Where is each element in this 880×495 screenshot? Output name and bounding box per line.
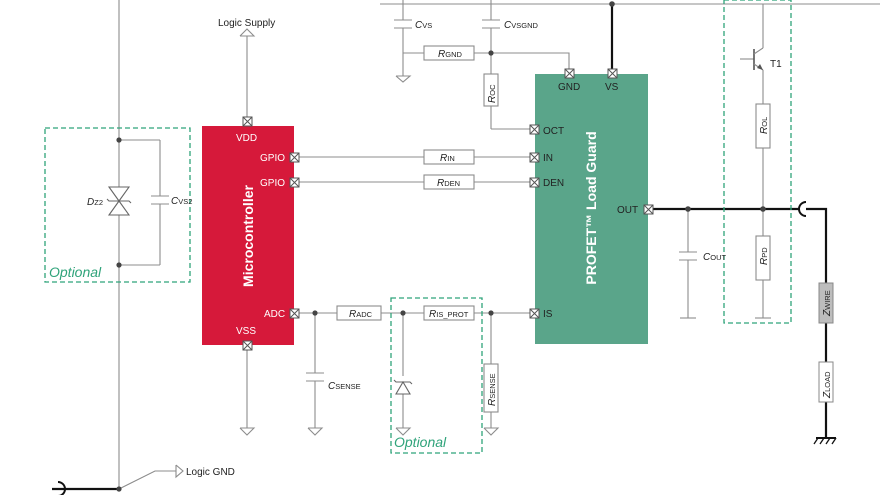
pin-in-marker	[529, 152, 540, 163]
microcontroller-title: Microcontroller	[240, 184, 256, 286]
pin-label-gpio-2: GPIO	[260, 178, 285, 189]
label-c-out: COUT	[703, 252, 726, 263]
label-r-den: RDEN	[437, 178, 460, 189]
label-r-gnd: RGND	[438, 49, 462, 60]
resistor-r-oc	[483, 73, 499, 107]
label-c-vsgnd: CVSGND	[504, 20, 538, 31]
microcontroller-block: Microcontroller VDD GPIO GPIO ADC VSS	[202, 126, 294, 345]
logic-supply-label: Logic Supply	[218, 18, 275, 29]
pin-vdd-marker	[242, 116, 253, 127]
pin-label-adc: ADC	[264, 309, 285, 320]
pin-is-marker	[529, 308, 540, 319]
capacitor-c-sense	[306, 372, 324, 382]
label-c-vs: CVS	[415, 20, 432, 31]
pin-label-gpio-1: GPIO	[260, 153, 285, 164]
label-z-wire: ZWIRE	[822, 290, 833, 317]
zener-diode-is	[393, 379, 413, 395]
pin-vss-marker	[242, 340, 253, 351]
pin-gpio2-marker	[289, 177, 300, 188]
pin-out-marker	[643, 204, 654, 215]
pin-label-den: DEN	[543, 178, 564, 189]
optional-box-left	[44, 127, 191, 283]
diode-dz2	[106, 186, 132, 216]
pin-label-vdd: VDD	[236, 133, 257, 144]
optional-label-bottom: Optional	[394, 434, 447, 450]
label-z-load: ZLOAD	[822, 371, 833, 399]
capacitor-c-vsgnd	[482, 19, 500, 29]
label-t1: T1	[770, 59, 782, 70]
label-r-oc: ROC	[487, 84, 498, 103]
label-dz2: DZ2	[87, 197, 103, 208]
label-c-vs2: CVS2	[171, 196, 192, 207]
capacitor-c-out	[679, 251, 697, 261]
logic-gnd-label: Logic GND	[186, 467, 235, 478]
logic-supply-arrow	[239, 28, 256, 37]
logic-gnd-arrow	[175, 464, 184, 479]
pin-markers	[242, 68, 654, 351]
optional-box-right	[723, 0, 792, 324]
capacitor-c-vs	[394, 19, 412, 29]
optional-box-bottom	[390, 297, 483, 454]
connector-out	[798, 201, 807, 217]
label-r-sense: RSENSE	[487, 373, 498, 406]
pin-adc-marker	[289, 308, 300, 319]
pin-label-is: IS	[543, 309, 553, 320]
pin-gnd-marker	[564, 68, 575, 79]
pin-vs-marker	[607, 68, 618, 79]
microcontroller-body	[202, 126, 294, 345]
resistor-r-is-prot	[423, 305, 475, 321]
resistor-r-adc	[336, 305, 382, 321]
resistor-r-den	[423, 174, 475, 190]
pin-label-oct: OCT	[543, 126, 564, 137]
resistor-r-in	[423, 149, 475, 165]
resistor-r-ol	[755, 103, 771, 149]
connector-logic-gnd	[57, 481, 66, 495]
pin-den-marker	[529, 177, 540, 188]
impedance-z-load	[818, 361, 834, 403]
resistor-r-pd	[755, 235, 771, 281]
label-r-is-prot: RIS_PROT	[429, 309, 469, 320]
load-guard-block: PROFET™ Load Guard	[535, 74, 648, 344]
optional-label-left: Optional	[49, 264, 102, 280]
pin-oct-marker	[529, 124, 540, 135]
pin-label-vs: VS	[605, 82, 619, 93]
load-guard-body	[535, 74, 648, 344]
transistor-t1	[740, 47, 764, 71]
pin-label-in: IN	[543, 153, 553, 164]
pin-label-vss: VSS	[236, 326, 256, 337]
junction-dots	[116, 1, 766, 492]
label-c-sense: CSENSE	[328, 381, 361, 392]
resistor-r-sense	[483, 363, 499, 413]
label-r-ol: ROL	[759, 117, 770, 134]
pin-label-gnd: GND	[558, 82, 580, 93]
label-r-pd: RPD	[759, 247, 770, 265]
impedance-z-wire	[818, 282, 834, 324]
pin-label-out: OUT	[617, 205, 638, 216]
label-r-in: RIN	[440, 153, 455, 164]
label-r-adc: RADC	[349, 309, 373, 320]
pin-gpio1-marker	[289, 152, 300, 163]
ground-symbols	[239, 75, 837, 445]
load-guard-title: PROFET™ Load Guard	[583, 131, 599, 284]
resistor-r-gnd	[423, 45, 475, 61]
capacitor-c-vs2	[151, 195, 169, 205]
